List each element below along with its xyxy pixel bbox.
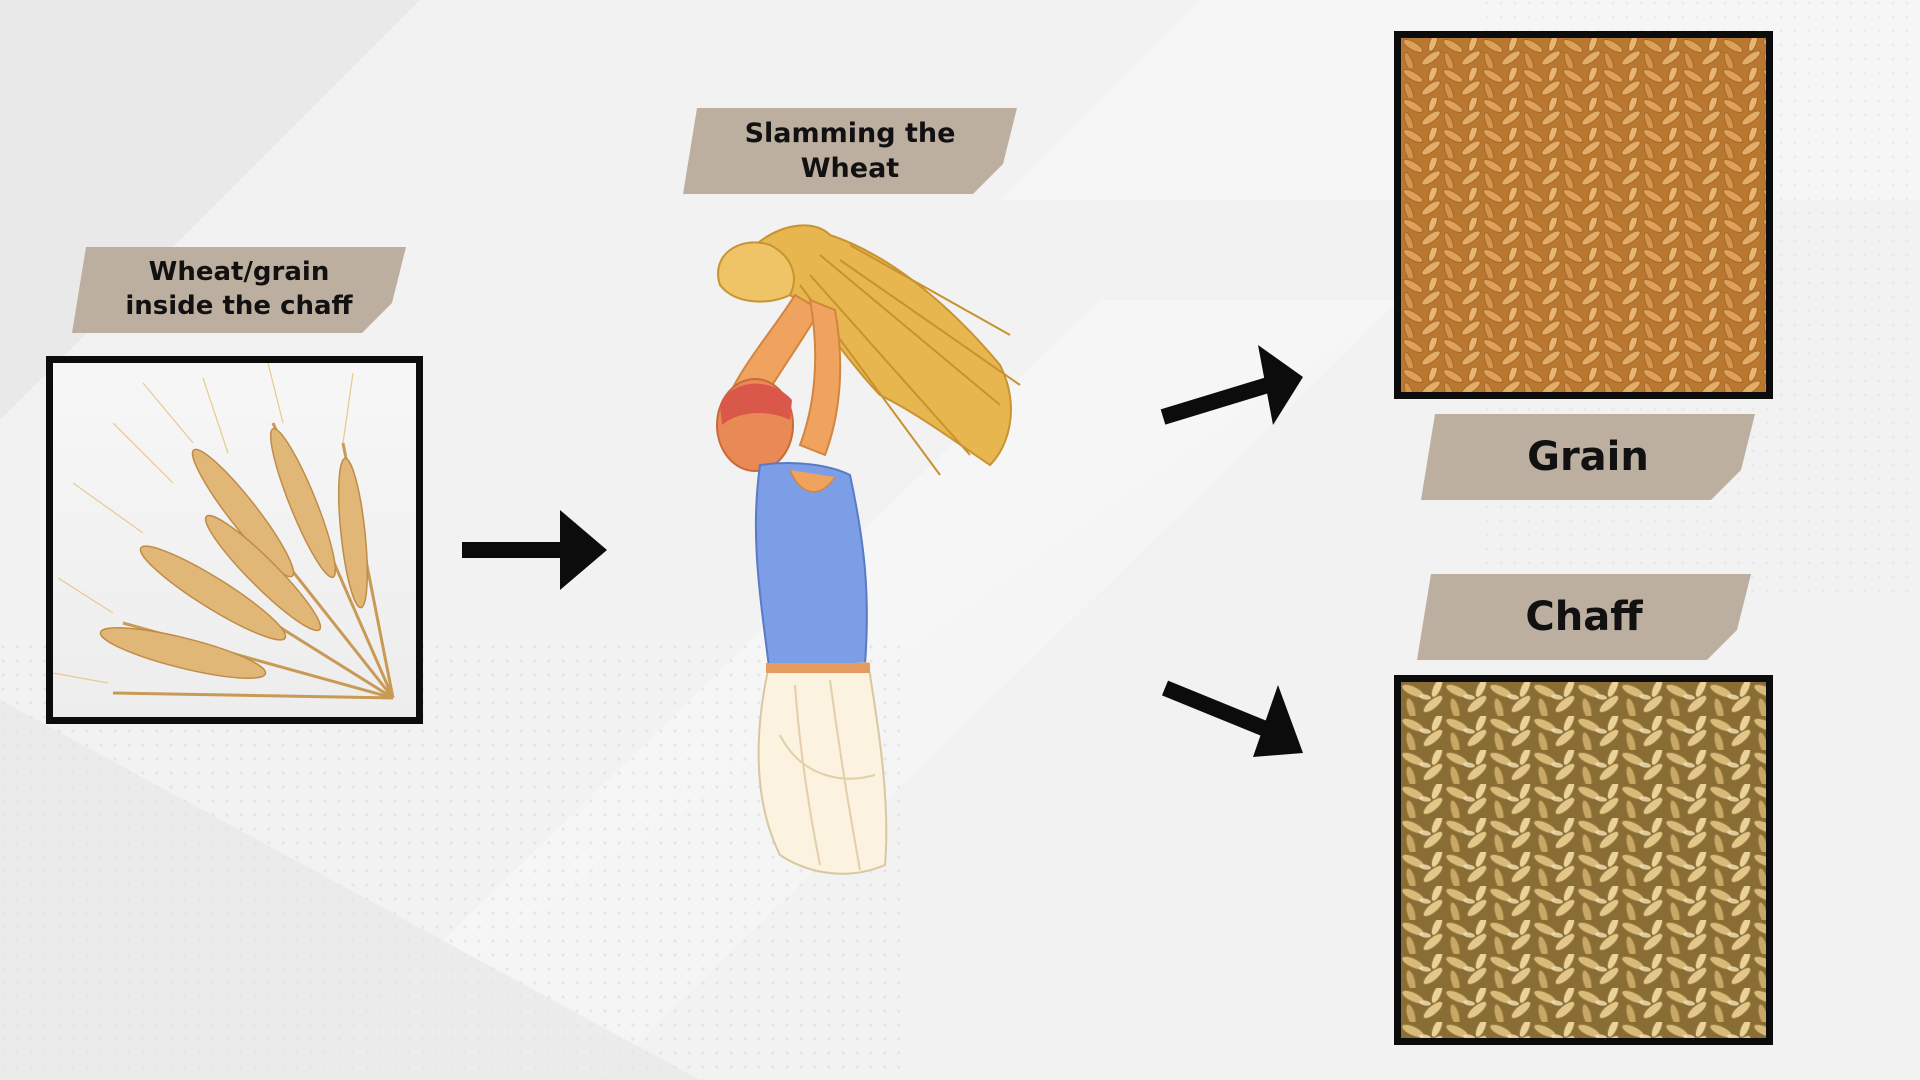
label-shape <box>1417 574 1751 660</box>
arrow-down-right-icon <box>1161 680 1303 757</box>
label-shape <box>1421 414 1755 500</box>
input-label-line-1: Wheat/grain <box>148 257 330 288</box>
chaff-label-text: Chaff <box>1525 594 1643 640</box>
farmer-threshing-illustration <box>716 224 1021 875</box>
process-label-line-1: Slamming the <box>744 117 956 149</box>
chaff-label: Chaff <box>1417 574 1751 660</box>
arrow-up-right-icon <box>1160 345 1303 425</box>
grain-pile-image <box>1394 31 1773 399</box>
wheat-bundle-image <box>46 356 423 724</box>
label-shape <box>683 108 1017 194</box>
input-label: Wheat/grain inside the chaff <box>72 247 406 333</box>
process-label: Slamming the Wheat <box>683 108 1017 194</box>
arrow-right-icon <box>462 510 607 590</box>
process-label-line-2: Wheat <box>800 153 900 184</box>
grain-label: Grain <box>1421 414 1755 500</box>
chaff-pile-image <box>1394 675 1773 1045</box>
grain-label-text: Grain <box>1527 434 1649 480</box>
label-shape <box>72 247 406 333</box>
input-label-line-2: inside the chaff <box>125 291 353 321</box>
